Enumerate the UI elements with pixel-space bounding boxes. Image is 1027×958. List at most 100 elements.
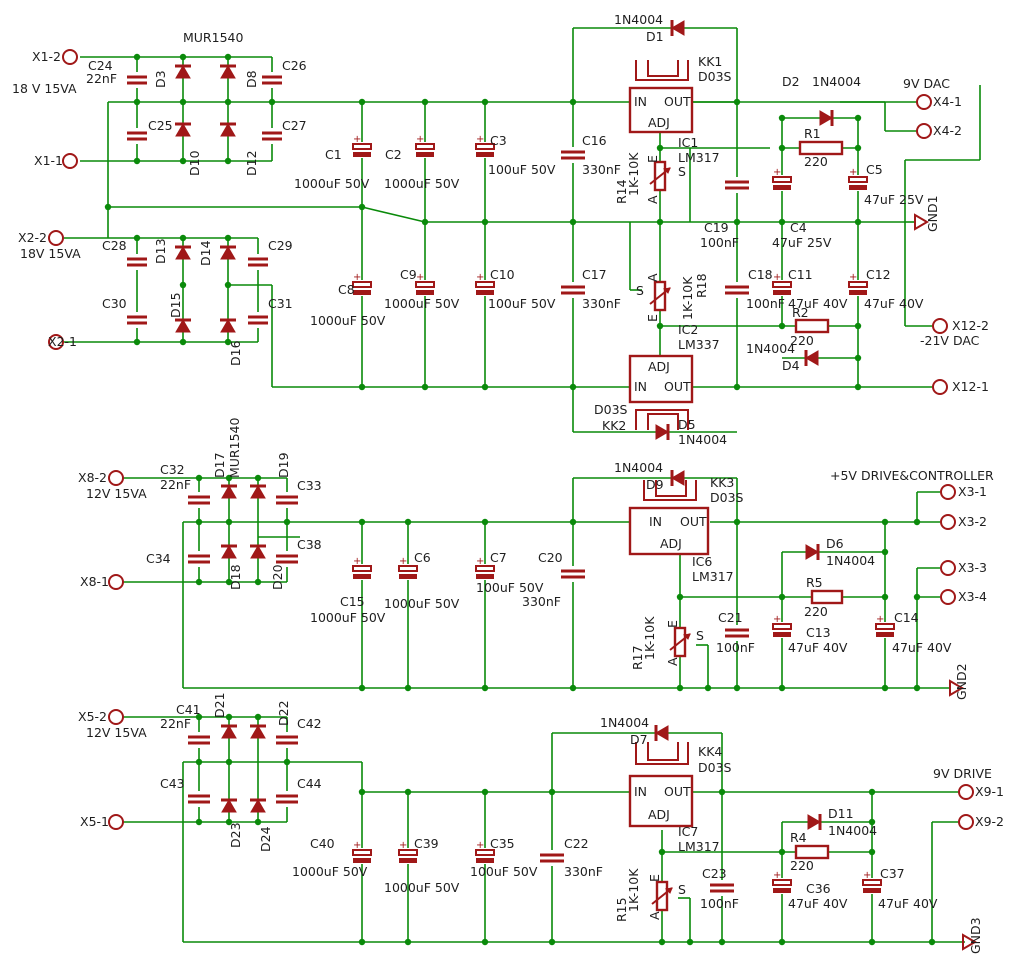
heatsink-icon [635,742,689,765]
cap-name: C11 [788,267,813,282]
connector-pin[interactable] [916,94,932,110]
trimmer-pin: S [678,882,686,897]
connector-pin[interactable] [958,814,974,830]
diode-left [804,350,819,366]
connector-label: X9-2 [975,814,1004,829]
electrolytic-capacitor: + [475,272,495,296]
diode-value: 1N4004 [614,460,663,475]
capacitor [561,282,585,298]
protection-diodes [654,20,834,830]
diode-left [670,470,685,486]
connector-pin[interactable] [916,123,932,139]
electrolytic-capacitor: + [475,840,495,864]
diode-name: D1 [646,29,664,44]
electrolytic-capacitor: + [772,614,792,638]
cap-value: 47uF 40V [788,640,848,655]
connector-pin[interactable] [932,379,948,395]
trimmer-pin: S [678,164,686,179]
connector-pin[interactable] [940,514,956,530]
connector-label: X3-1 [958,484,987,499]
connector-labels: X1-2 X1-1 X2-2 X2-1 X4-1 X4-2 X12-2 X12-… [18,49,1004,829]
trimmer-pin: E [665,620,680,628]
cap-value: 1000uF 50V [310,610,386,625]
cap-name: C37 [880,866,905,881]
diode-name: D9 [646,477,664,492]
ground-label: GND2 [954,663,969,700]
diode-name: D8 [244,70,259,88]
resistor-value: 220 [790,333,814,348]
electrolytic-capacitor: + [875,614,895,638]
ground-icon [914,213,929,231]
capacitor [127,312,147,328]
cap-value: 330nF [564,864,603,879]
capacitor [725,625,749,641]
connector-pin[interactable] [940,484,956,500]
trimmer-name: R14 [614,179,629,204]
resistor-name: R4 [790,830,807,845]
diode-up [221,484,237,499]
cap-name: C40 [310,836,335,851]
connector-pins [48,49,974,830]
svg-text:+: + [849,272,857,283]
connector-pin[interactable] [48,334,64,350]
connector-pin[interactable] [62,49,78,65]
connector-pin[interactable] [940,589,956,605]
diode-value: 1N4004 [812,74,861,89]
heatsink-icon [643,480,697,501]
connector-label: X8-2 [78,470,107,485]
connector-pin[interactable] [932,318,948,334]
capacitor [725,177,749,193]
resistor [794,844,830,860]
connector-pin[interactable] [108,709,124,725]
trimmer [649,280,671,312]
connector-label: X4-1 [933,94,962,109]
cap-name: C13 [806,625,831,640]
cap-value: 1000uF 50V [292,864,368,879]
diode-name: D19 [276,452,291,478]
cap-value: 100uF 50V [476,580,544,595]
trimmer-name: R18 [694,273,709,298]
connector-pin[interactable] [62,153,78,169]
electrolytic-capacitor: + [862,870,882,894]
protect-diode-labels: 1N4004 D1 D2 1N4004 1N4004 D4 D5 1N4004 … [600,12,877,838]
capacitor [248,254,268,270]
connector-pin[interactable] [940,560,956,576]
connector-pin[interactable] [48,230,64,246]
svg-text:+: + [353,556,361,567]
svg-text:+: + [353,840,361,851]
supply-note: 18 V 15VA [12,81,77,96]
cap-name: C16 [582,133,607,148]
cap-name: C22 [564,836,589,851]
connector-pin[interactable] [108,470,124,486]
plain-capacitors [127,72,749,896]
supply-note: 12V 15VA [86,486,147,501]
diode-up [175,318,191,333]
ground-label: GND1 [925,195,940,232]
ic-name: IC2 [678,322,698,337]
connector-pin[interactable] [108,814,124,830]
bridge-part: MUR1540 [227,418,242,478]
svg-text:+: + [773,614,781,625]
pin-label: OUT [680,514,707,529]
connector-pin[interactable] [108,574,124,590]
heatsink-name: KK1 [698,54,722,69]
diode-value: 1N4004 [614,12,663,27]
resistor-value: 220 [804,154,828,169]
pin-label: OUT [664,379,691,394]
connector-label: X3-4 [958,589,987,604]
connector-pin[interactable] [958,784,974,800]
trimmer-value: 1K-10K [626,868,641,912]
resistor-name: R5 [806,575,823,590]
ground-labels: GND1 GND2 GND3 [925,195,983,954]
diode-right [819,110,834,126]
diode-name: D20 [270,564,285,590]
resistors [794,140,844,860]
ic-name: IC7 [678,824,698,839]
cap-value: 100uF 50V [488,296,556,311]
cap-value: 47uF 40V [892,640,952,655]
capacitor [276,732,298,748]
supply-note: -21V DAC [920,333,980,348]
diode-up [221,544,237,559]
electrolytic-capacitors: + + + + + + + + + + + + + + + + + + + + [352,134,895,894]
